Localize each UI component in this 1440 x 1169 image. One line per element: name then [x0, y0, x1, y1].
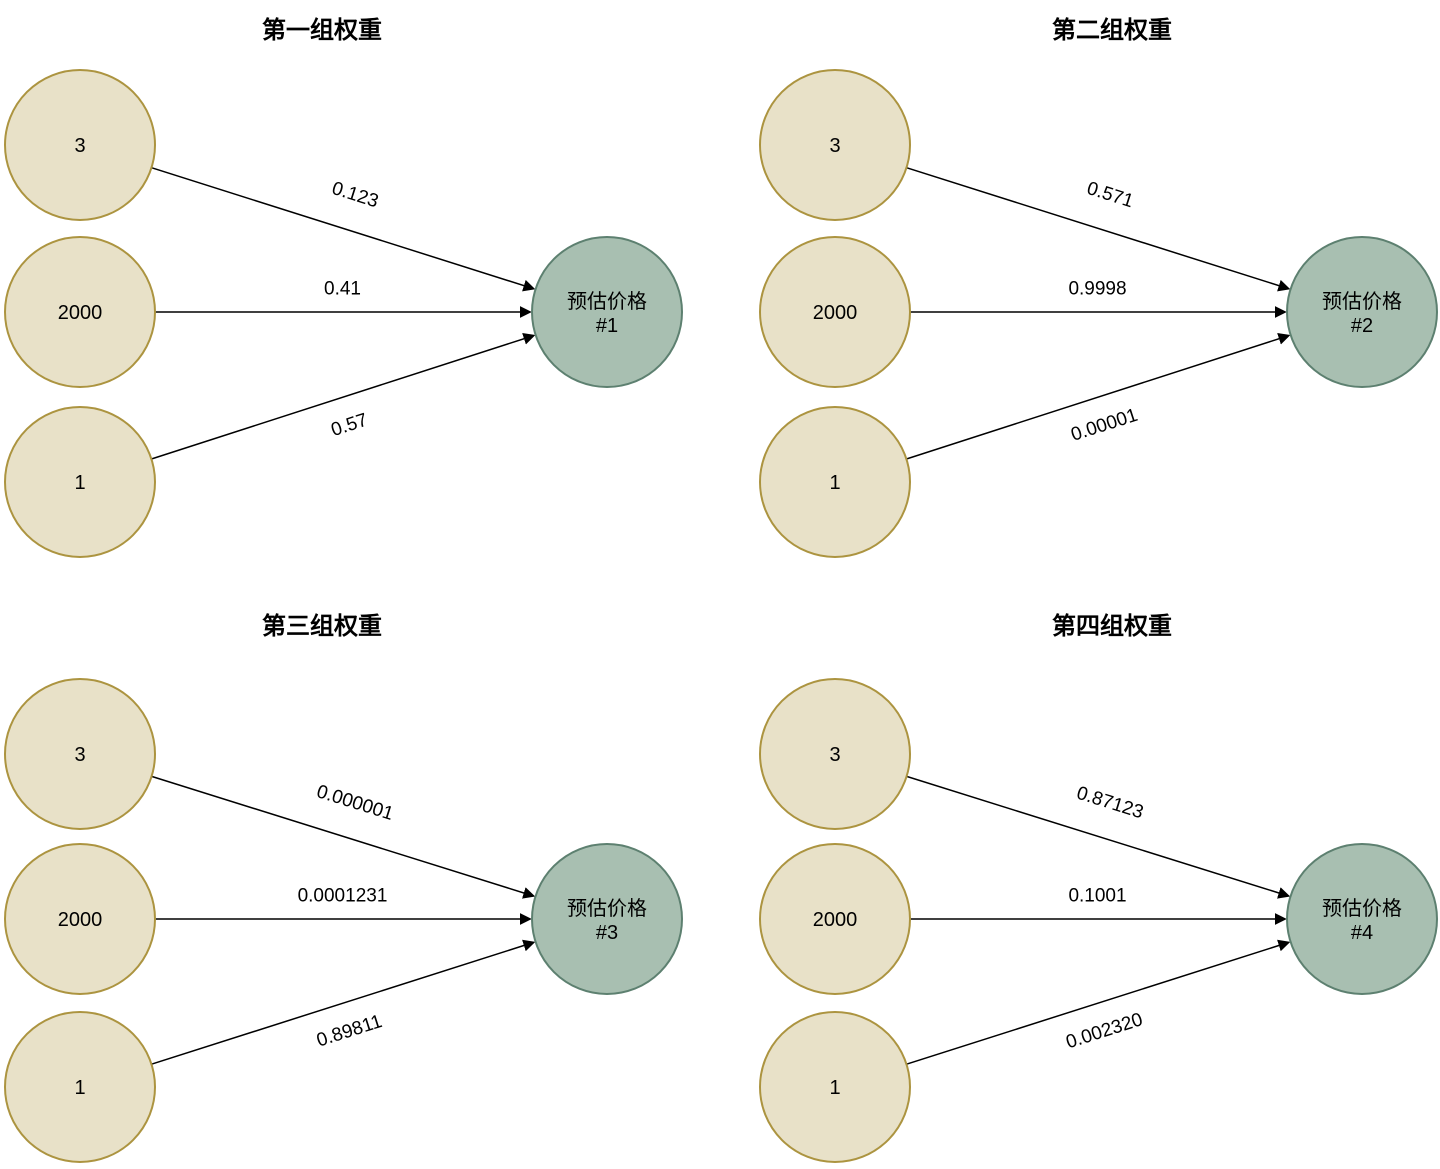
input-node-label: 1 [829, 472, 840, 494]
weight-label: 0.123 [329, 178, 381, 212]
weight-label: 0.1001 [1068, 886, 1126, 907]
connection-arrow [151, 939, 536, 1065]
input-node-label: 2000 [813, 909, 858, 931]
output-node [531, 236, 683, 388]
input-node-label: 2000 [58, 909, 103, 931]
input-node [759, 236, 911, 388]
weight-label: 0.000001 [314, 781, 396, 825]
weight-label: 0.89811 [314, 1011, 384, 1051]
output-node-label-line2: #3 [596, 922, 618, 944]
input-node [759, 69, 911, 221]
output-node-label-line1: 预估价格 [567, 897, 647, 920]
panel-title: 第二组权重 [1052, 16, 1172, 44]
input-node [4, 678, 156, 830]
input-node-label: 1 [74, 472, 85, 494]
weight-label: 0.002320 [1063, 1009, 1145, 1053]
output-node-label-line2: #2 [1351, 315, 1373, 337]
weight-diagram-1: 第一组权重 0.123 0.41 0.57 3 2000 1 预估价格#1 [4, 16, 683, 558]
input-node-label: 2000 [58, 302, 103, 324]
input-node-label: 1 [74, 1077, 85, 1099]
input-node [4, 236, 156, 388]
weight-label: 0.87123 [1074, 783, 1146, 824]
input-node [4, 843, 156, 995]
output-node-label-line2: #1 [596, 315, 618, 337]
weight-label: 0.00001 [1069, 405, 1141, 446]
output-node-label-line1: 预估价格 [1322, 897, 1402, 920]
weight-label: 0.41 [324, 279, 361, 300]
output-node [531, 843, 683, 995]
input-node [759, 406, 911, 558]
connection-arrow [151, 166, 536, 292]
connection-arrow [151, 775, 536, 899]
weight-diagram-4: 第四组权重 0.87123 0.1001 0.002320 3 2000 1 预估价格#4 [759, 612, 1438, 1163]
output-node [1286, 843, 1438, 995]
input-node-label: 3 [74, 744, 85, 766]
output-node-label-line1: 预估价格 [567, 290, 647, 313]
panel-title: 第三组权重 [262, 612, 382, 640]
connection-arrow [151, 333, 536, 460]
output-node-label-line1: 预估价格 [1322, 290, 1402, 313]
connection-arrow [906, 775, 1291, 899]
input-node [4, 406, 156, 558]
panel-title: 第一组权重 [262, 16, 382, 44]
input-node-label: 1 [829, 1077, 840, 1099]
weight-panel-2: 第二组权重 0.571 0.9998 0.00001 3 2000 1 预估价格#2 [720, 0, 1440, 584]
connection-arrow [906, 333, 1291, 460]
input-node-label: 3 [829, 135, 840, 157]
input-node [4, 69, 156, 221]
weight-label: 0.9998 [1068, 279, 1126, 300]
input-node [759, 1011, 911, 1163]
weight-label: 0.57 [329, 410, 371, 441]
input-node [4, 1011, 156, 1163]
input-node [759, 678, 911, 830]
weight-diagram-3: 第三组权重 0.000001 0.0001231 0.89811 3 2000 1 预估价格#… [4, 612, 683, 1163]
weight-panel-4: 第四组权重 0.87123 0.1001 0.002320 3 2000 1 预估价格#4 [720, 584, 1440, 1169]
panel-title: 第四组权重 [1052, 612, 1172, 640]
weight-diagram-2: 第二组权重 0.571 0.9998 0.00001 3 2000 1 预估价格#2 [759, 16, 1438, 558]
output-node-label-line2: #4 [1351, 922, 1373, 944]
input-node-label: 3 [74, 135, 85, 157]
weight-label: 0.571 [1084, 178, 1136, 212]
connection-arrow [906, 166, 1291, 292]
input-node-label: 2000 [813, 302, 858, 324]
input-node-label: 3 [829, 744, 840, 766]
weight-label: 0.0001231 [298, 886, 388, 907]
weight-panel-3: 第三组权重 0.000001 0.0001231 0.89811 3 2000 1 预估价格#… [0, 584, 720, 1169]
input-node [759, 843, 911, 995]
output-node [1286, 236, 1438, 388]
connection-arrow [906, 939, 1291, 1065]
weight-panel-1: 第一组权重 0.123 0.41 0.57 3 2000 1 预估价格#1 [0, 0, 720, 584]
